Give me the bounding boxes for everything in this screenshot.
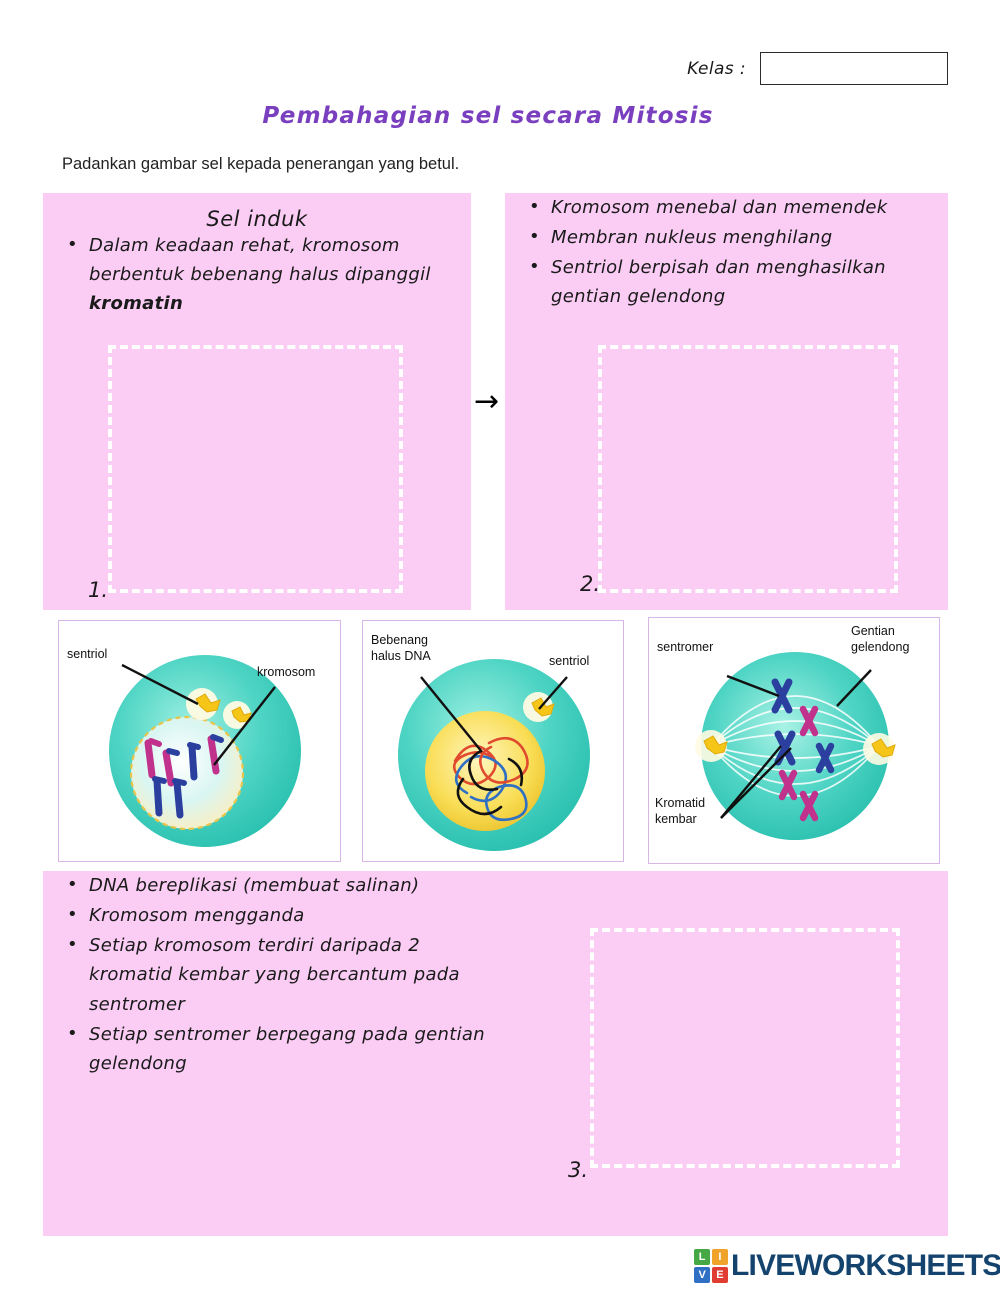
dropzone-3-number: 3.	[568, 1158, 589, 1182]
list-item: Setiap sentromer berpegang pada gentian …	[67, 1019, 499, 1078]
figure-3-label-kromatid: Kromatid kembar	[655, 796, 706, 826]
bold-term: kromatin	[89, 293, 184, 315]
figure-2-label-dna: Bebenang halus DNA	[371, 633, 431, 663]
liveworksheets-logo[interactable]: L I V E LIVEWORKSHEETS	[694, 1249, 1000, 1283]
list-item: Kromosom menebal dan memendek	[529, 192, 934, 222]
panel-top-right-bullets: Kromosom menebal dan memendek Membran nu…	[505, 192, 948, 312]
list-item: Kromosom mengganda	[67, 900, 499, 930]
logo-square-v: V	[694, 1266, 711, 1283]
figure-3-graphic	[695, 652, 896, 840]
list-item: Membran nukleus menghilang	[529, 222, 934, 252]
dropzone-1-number: 1.	[88, 578, 109, 602]
figure-1-graphic	[109, 655, 301, 847]
kelas-label: Kelas :	[687, 58, 746, 79]
dropzone-3[interactable]	[590, 928, 900, 1168]
kelas-input[interactable]	[760, 52, 948, 85]
panel-bottom-bullets: DNA bereplikasi (membuat salinan) Kromos…	[43, 870, 513, 1078]
instruction-text: Padankan gambar sel kepada penerangan ya…	[62, 155, 460, 173]
dropzone-2-number: 2.	[580, 572, 601, 596]
figure-1-label-sentriol: sentriol	[67, 647, 108, 661]
figure-cell-spindle[interactable]: sentromer Gentian gelendong Kromatid kem…	[648, 617, 940, 864]
list-item: DNA bereplikasi (membuat salinan)	[67, 870, 499, 900]
list-item: Sentriol berpisah dan menghasilkan genti…	[529, 252, 934, 311]
dropzone-1[interactable]	[108, 345, 403, 593]
logo-square-i: I	[711, 1249, 728, 1266]
liveworksheets-logo-icon: L I V E	[694, 1249, 728, 1283]
arrow-right-icon: →	[474, 384, 500, 419]
figure-3-label-sentromer: sentromer	[657, 640, 714, 654]
kelas-field-row: Kelas :	[687, 52, 948, 85]
dropzone-2[interactable]	[598, 345, 898, 593]
figure-2-graphic	[398, 659, 590, 851]
figure-3-label-gentian: Gentian gelendong	[851, 624, 910, 654]
list-item: Dalam keadaan rehat, kromosom berbentuk …	[67, 230, 457, 318]
figure-1-label-kromosom: kromosom	[257, 665, 316, 679]
panel-top-right: Kromosom menebal dan memendek Membran nu…	[505, 192, 948, 610]
page-title: Pembahagian sel secara Mitosis	[262, 103, 714, 129]
liveworksheets-wordmark: LIVEWORKSHEETS	[731, 1249, 1000, 1282]
figure-cell-interphase[interactable]: sentriol kromosom	[58, 620, 341, 862]
panel-top-left-bullets: Dalam keadaan rehat, kromosom berbentuk …	[43, 230, 471, 318]
list-item: Setiap kromosom terdiri daripada 2 kroma…	[67, 930, 499, 1018]
panel-top-left-heading: Sel induk	[206, 207, 308, 231]
logo-square-l: L	[694, 1249, 711, 1266]
figure-2-label-sentriol: sentriol	[549, 654, 590, 668]
logo-square-e: E	[711, 1266, 728, 1283]
figure-cell-dna-threads[interactable]: Bebenang halus DNA sentriol	[362, 620, 624, 862]
